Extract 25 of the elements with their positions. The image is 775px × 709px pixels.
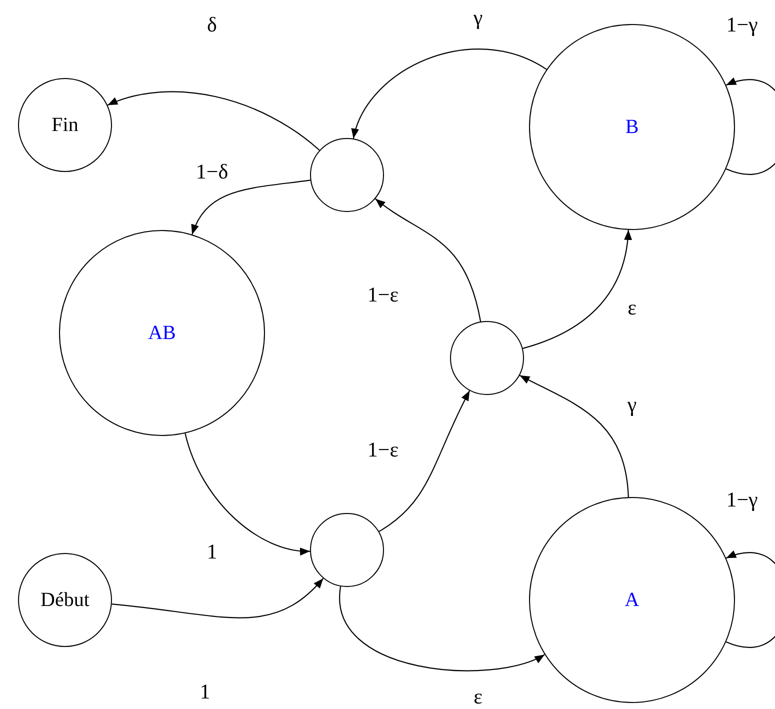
state-name: AB: [148, 322, 176, 344]
arrow: [340, 586, 545, 672]
state-circle: [310, 138, 384, 212]
arrow: [378, 390, 470, 532]
state-name: Début: [40, 588, 90, 612]
arrow: [519, 374, 629, 498]
state-circle: [18, 553, 112, 647]
state-circle: [18, 78, 112, 172]
arrow: [375, 198, 482, 322]
edge-label: 1−γ: [726, 14, 758, 36]
state-name: B: [625, 116, 639, 138]
arrow: [184, 433, 310, 555]
arrow: [352, 48, 547, 139]
arrow: [522, 230, 632, 349]
state-circle: [450, 321, 524, 395]
arrow: [107, 91, 320, 151]
arrow: [192, 180, 310, 235]
state-name: Fin: [52, 114, 78, 136]
arrow: [726, 78, 775, 175]
state-circle: [310, 513, 384, 587]
arrow: [726, 552, 775, 648]
arrow: [112, 578, 324, 618]
state-circle: [59, 230, 265, 436]
edge-label: 1−γ: [726, 490, 758, 510]
state-name: A: [624, 588, 640, 612]
